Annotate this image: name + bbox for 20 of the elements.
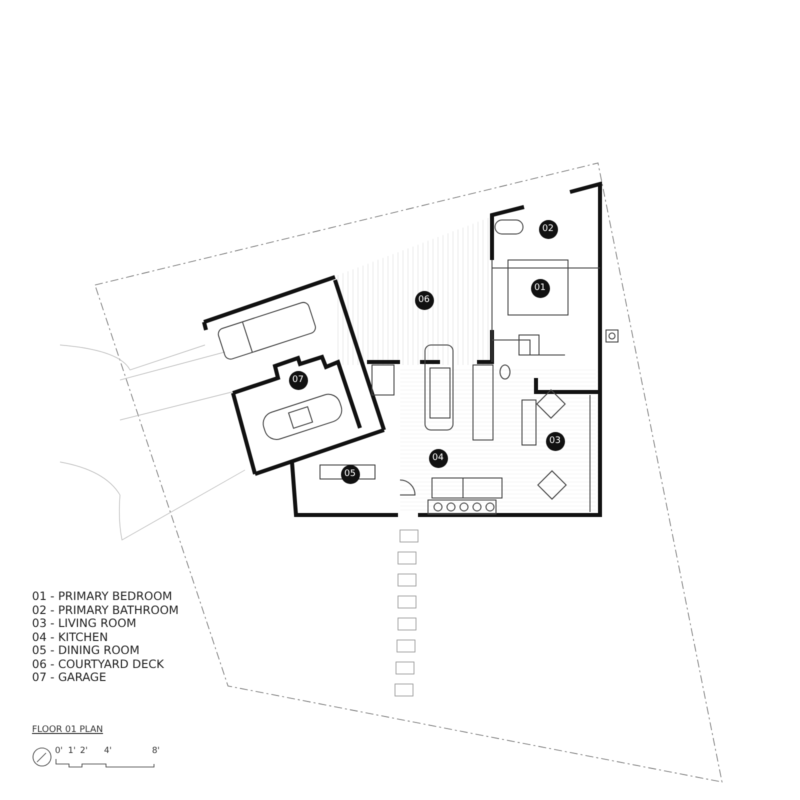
room-legend-text: 04 - KITCHEN — [32, 630, 109, 644]
room-legend-text: 06 - COURTYARD DECK — [32, 658, 165, 671]
room-legend-text: 05 - DINING ROOM — [32, 644, 141, 658]
plan-title: FLOOR 01 PLAN — [32, 725, 104, 735]
scale-label: 0' — [55, 746, 63, 756]
room-number-marker: 01 — [530, 278, 550, 298]
room-legend-text: 03 - LIVING ROOM — [32, 617, 138, 630]
room-legend-text: 02 - PRIMARY BATHROOM — [32, 604, 179, 617]
scale-label: 8' — [152, 746, 160, 756]
room-legend-text: 01 - PRIMARY BEDROOM — [32, 590, 174, 604]
room-number-marker: 04 — [428, 448, 448, 468]
scale-label: 2' — [80, 746, 88, 756]
scale-label: 1' — [68, 746, 76, 756]
room-number-marker: 07 — [288, 370, 308, 390]
room-legend-text: 07 - GARAGE — [32, 671, 108, 684]
room-number-marker: 06 — [414, 290, 434, 310]
room-number-marker: 05 — [340, 464, 360, 484]
scale-label: 4' — [104, 746, 112, 756]
room-number-marker: 03 — [546, 432, 564, 450]
room-number-marker: 02 — [538, 220, 558, 238]
